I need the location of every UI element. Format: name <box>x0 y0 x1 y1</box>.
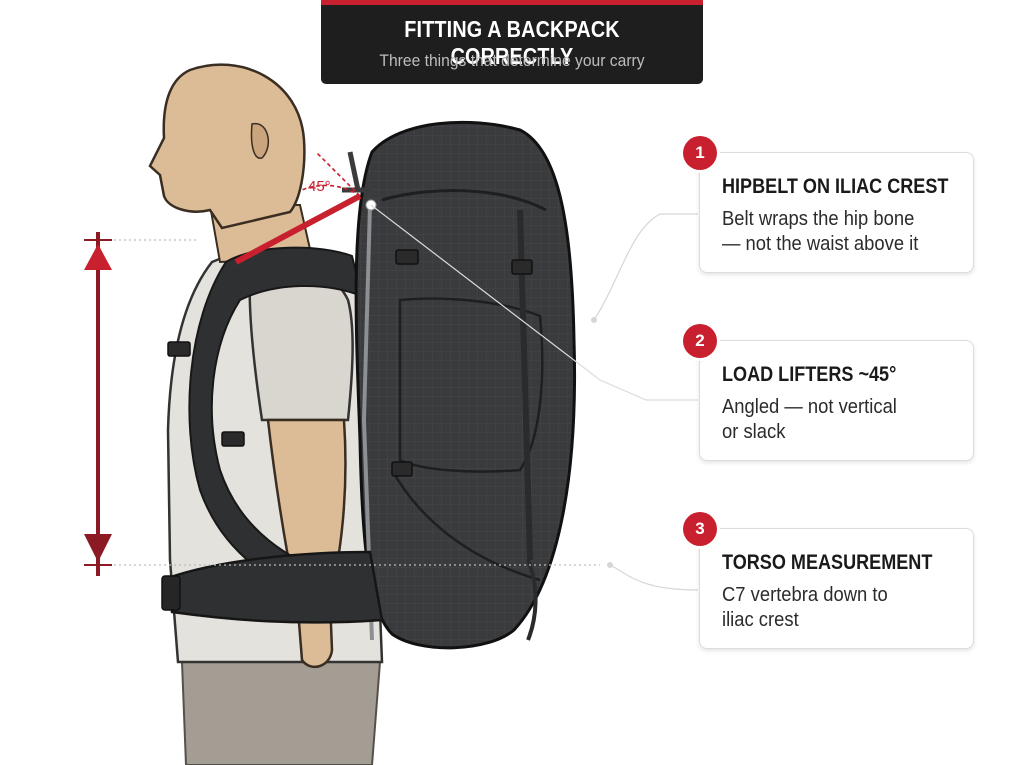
callout-card-load-lifters: LOAD LIFTERS ~45° Angled — not vertical … <box>699 340 974 461</box>
callout-body-line: — not the waist above it <box>722 233 919 255</box>
callout-body: C7 vertebra down to iliac crest <box>722 583 942 633</box>
page-title: FITTING A BACKPACK CORRECTLY <box>404 16 620 69</box>
callout-body-line: Belt wraps the hip bone <box>722 208 915 230</box>
callout-card-hipbelt: HIPBELT ON ILIAC CREST Belt wraps the hi… <box>699 152 974 273</box>
callout-card-torso-measurement: TORSO MEASUREMENT C7 vertebra down to il… <box>699 528 974 649</box>
callout-body-line: C7 vertebra down to <box>722 584 888 606</box>
pants <box>180 661 382 765</box>
callout-body-line: or slack <box>722 421 786 443</box>
callout-number-badge: 1 <box>683 136 717 170</box>
callout-title: HIPBELT ON ILIAC CREST <box>722 175 949 198</box>
callout-body: Belt wraps the hip bone — not the waist … <box>722 207 942 257</box>
load-lifter-strap <box>234 193 362 265</box>
angle-arc <box>301 151 361 197</box>
torso-measurement-arrow <box>84 232 600 576</box>
head <box>148 63 306 230</box>
callout-number-badge: 2 <box>683 324 717 358</box>
callout-body-line: iliac crest <box>722 609 799 631</box>
title-banner: FITTING A BACKPACK CORRECTLY Three thing… <box>321 0 703 84</box>
callout-title: LOAD LIFTERS ~45° <box>722 363 897 386</box>
angle-label: 45° <box>308 178 331 195</box>
leader-line-2 <box>370 204 698 401</box>
leader-line-3 <box>609 564 699 591</box>
leader-line-1 <box>593 213 698 321</box>
callout-number-badge: 3 <box>683 512 717 546</box>
hipbelt <box>166 550 384 624</box>
callout-body: Angled — not vertical or slack <box>722 395 942 445</box>
title-accent-bar <box>321 0 703 5</box>
ear <box>250 123 270 159</box>
page-subtitle: Three things that determine your carry <box>379 51 645 70</box>
callout-title: TORSO MEASUREMENT <box>722 551 933 574</box>
callout-body-line: Angled — not vertical <box>722 396 897 418</box>
